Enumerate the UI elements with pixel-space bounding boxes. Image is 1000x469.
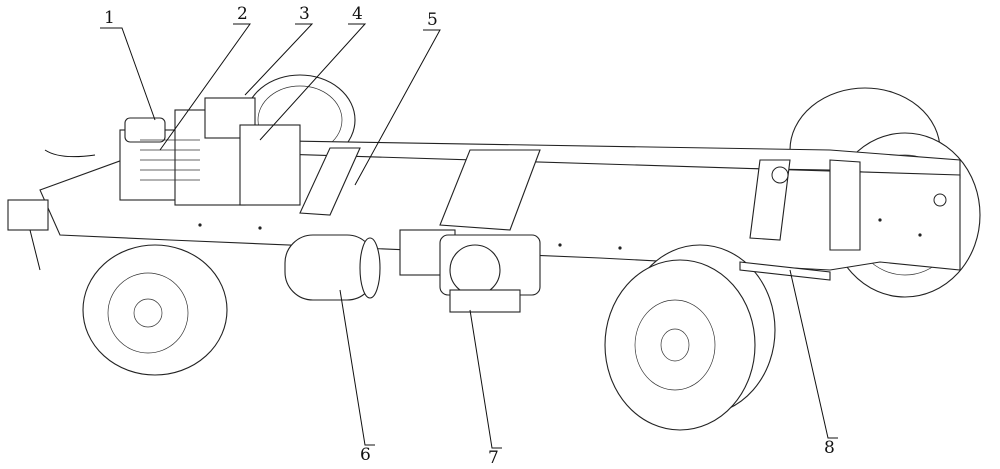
front-left-wheel bbox=[82, 244, 228, 376]
callout-label-1: 1 bbox=[104, 8, 115, 28]
callout-label-6: 6 bbox=[360, 445, 371, 465]
front-modules bbox=[119, 97, 301, 206]
callout-label-3: 3 bbox=[299, 4, 310, 24]
frame-holes bbox=[198, 166, 947, 250]
pump-assembly bbox=[399, 229, 541, 313]
leader-lines bbox=[100, 23, 838, 449]
rear-leaf-spring bbox=[739, 261, 831, 281]
air-tank bbox=[284, 234, 381, 301]
rear-near-wheel bbox=[604, 244, 776, 431]
callout-label-4: 4 bbox=[352, 4, 363, 24]
cross-members bbox=[299, 147, 861, 251]
callout-label-5: 5 bbox=[427, 10, 438, 30]
callout-label-8: 8 bbox=[824, 438, 835, 458]
callout-label-7: 7 bbox=[488, 448, 499, 468]
callout-label-2: 2 bbox=[237, 4, 248, 24]
front-steering bbox=[7, 149, 96, 271]
